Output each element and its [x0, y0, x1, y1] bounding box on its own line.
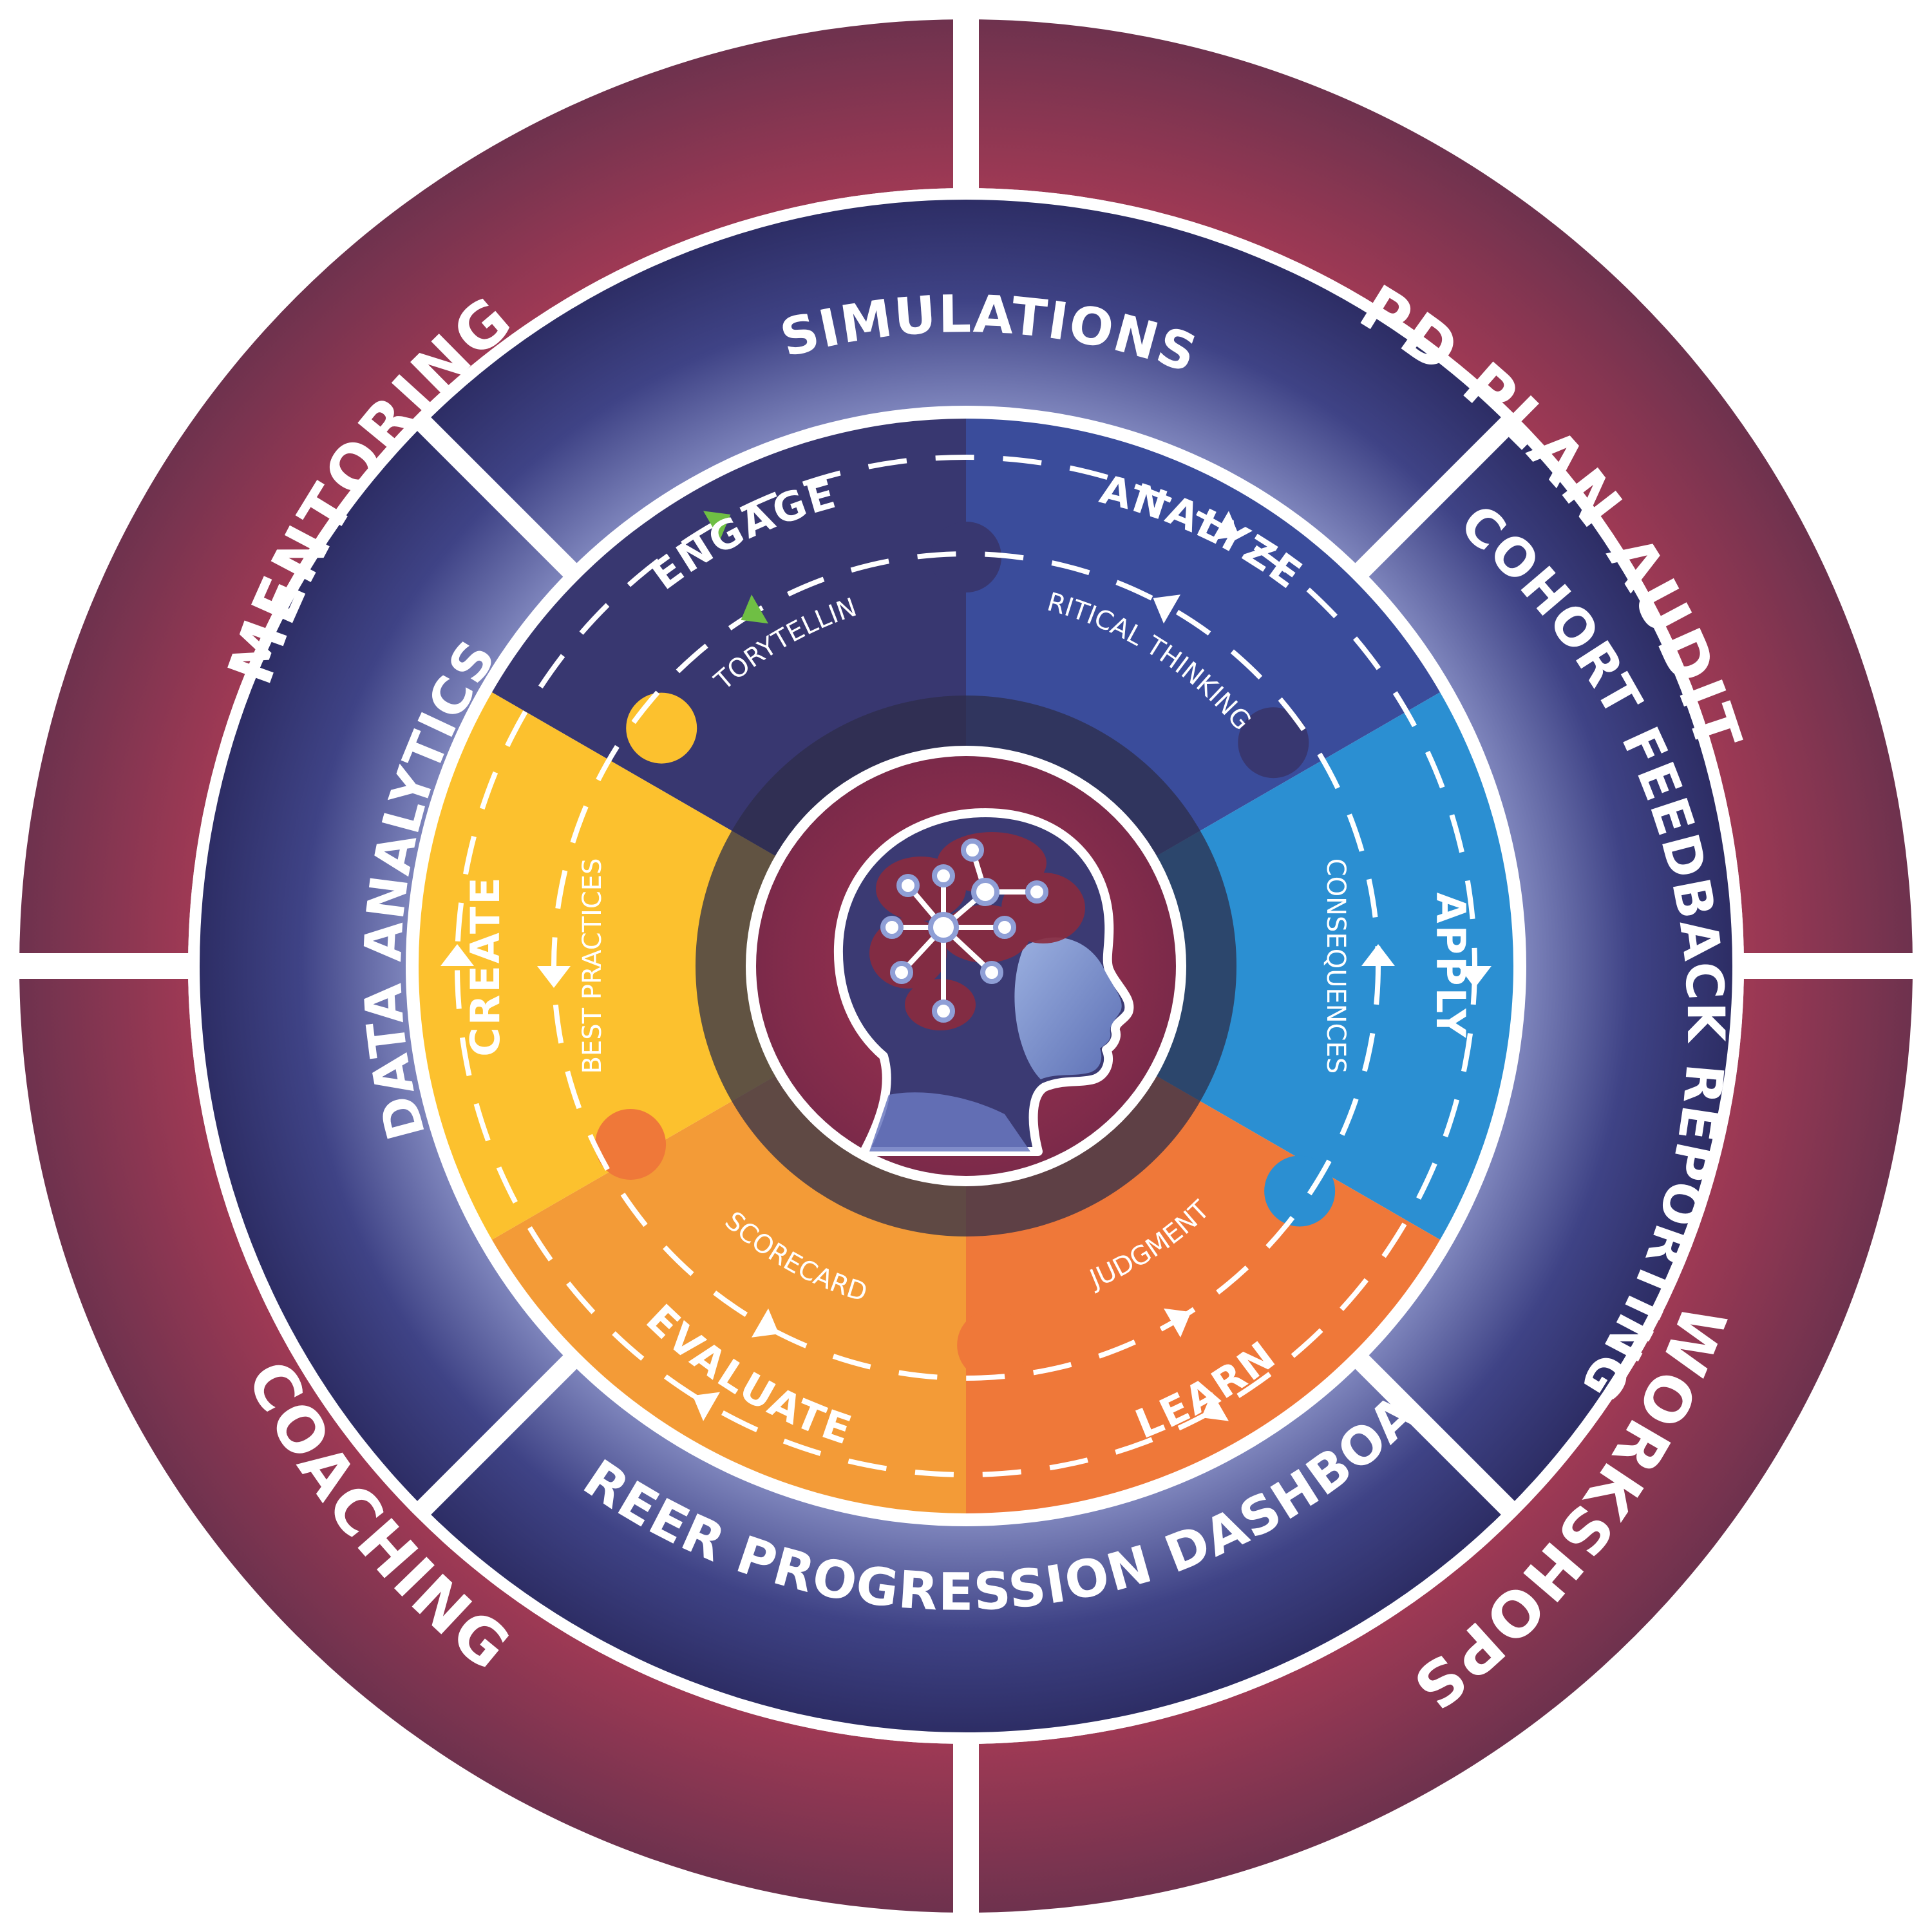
learn-outer-arrow: [1201, 1392, 1229, 1421]
analyze-outer-arrow: [1212, 511, 1240, 540]
engage-analyze-knob: [931, 522, 1001, 592]
evaluate-inner-arrow: [752, 1308, 779, 1338]
engage-outer-arrow: [703, 511, 731, 540]
consequences-label: CONSEQUENCES: [1321, 858, 1350, 1074]
middle-ring-dividers: [410, 410, 1522, 1522]
head-brain-network-icon: [833, 808, 1134, 1156]
apply-learn-knob: [1264, 1155, 1336, 1227]
engage-inner-arrow: [741, 594, 768, 624]
apply-inner-arrow: [1361, 944, 1395, 966]
middle-divider-3: [410, 410, 591, 591]
apply-label: APPLY: [1427, 893, 1474, 1040]
apply-wedge: [966, 692, 1513, 1240]
evaluate-outer-arrow: [692, 1392, 720, 1421]
learn-evaluate-knob: [957, 1309, 1028, 1381]
create-label: CREATE: [462, 875, 509, 1056]
best-practices-label: BEST PRACTICES: [578, 858, 607, 1074]
middle-divider-1: [1341, 1341, 1522, 1522]
analyze-apply-knob: [1238, 707, 1309, 779]
analyze-inner-arrow: [1153, 594, 1180, 624]
middle-divider-2: [410, 1341, 591, 1522]
engage-create-knob: [626, 692, 697, 764]
create-wedge: [419, 692, 966, 1240]
apply-outer-arrow: [1458, 966, 1492, 988]
learn-inner-arrow: [1164, 1308, 1191, 1338]
evaluate-create-knob: [595, 1108, 667, 1180]
middle-divider-4: [1341, 410, 1522, 591]
create-inner-arrow: [537, 966, 571, 988]
create-outer-arrow: [440, 944, 474, 966]
